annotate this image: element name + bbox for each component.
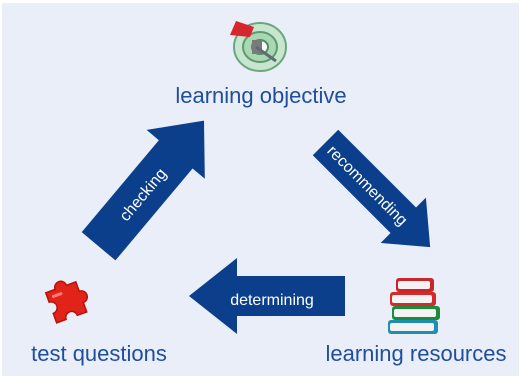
node-learning-objective: learning objective [175, 83, 346, 108]
arrow-recommending-shape [312, 129, 431, 248]
arrow-determining-shape [189, 258, 345, 334]
arrow-checking: checking [81, 120, 205, 261]
arrow-determining-label: determining [230, 292, 314, 309]
arrow-recommending: recommending [312, 129, 431, 248]
puzzle-piece-icon [44, 280, 89, 324]
node-learning-resources: learning resources [326, 341, 507, 366]
arrow-checking-shape [81, 120, 205, 261]
arrow-recommending-label: recommending [323, 143, 410, 230]
target-icon [230, 21, 287, 72]
node-test-questions: test questions [31, 341, 167, 366]
arrow-determining [189, 258, 345, 334]
books-icon [388, 278, 440, 334]
